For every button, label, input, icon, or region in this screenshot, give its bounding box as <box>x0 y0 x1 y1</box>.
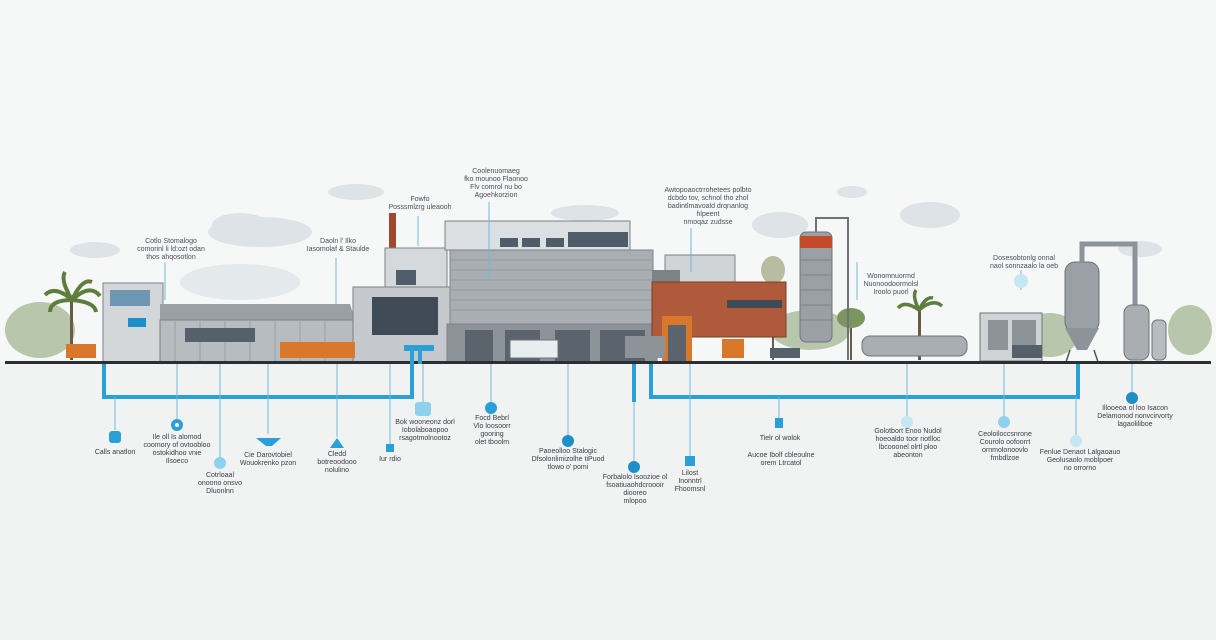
gauge-icon <box>1070 435 1082 447</box>
label-bottom: Paoeolloo Stalogic Dfsolonlimizolhe tiPu… <box>531 448 605 471</box>
chimney <box>389 213 396 253</box>
label-top: Cotlo Stomalogo comorinl li ld:ozt odan … <box>137 238 205 261</box>
valve-icon <box>386 444 394 452</box>
clouds <box>70 184 1162 300</box>
cloud <box>551 205 619 221</box>
car <box>770 348 800 358</box>
bucket-icon <box>685 456 695 466</box>
label-bottom: Cie Darovtobiel Wouokrenko pzon <box>239 452 297 467</box>
brick-building <box>651 254 787 362</box>
label-bottom: Ceoloiloccsnrone Courolo oofoorrt ornmol… <box>978 431 1032 462</box>
window <box>110 290 150 306</box>
label-top: Dosesobtonlg onnal naol sonnzaalo la oeb <box>989 255 1059 270</box>
hopper-icon <box>256 438 281 446</box>
label-bottom: Ile oll Is alomod coomory of ovtoobloo o… <box>143 434 211 465</box>
truck <box>625 336 665 358</box>
palm-tree <box>896 289 944 360</box>
van <box>509 339 559 359</box>
cup-icon <box>109 431 121 443</box>
pipe-network <box>102 350 1080 402</box>
cloud <box>900 202 960 228</box>
gauge-icon <box>998 416 1010 428</box>
label-bottom: Iur rdio <box>379 456 401 463</box>
label-bottom: Cotrloaal onoono onsvo Dluonlnn <box>198 472 242 495</box>
palm-tree <box>43 270 102 360</box>
label-bottom: Bok wooneonz dorl Iobolaboaopoo rsagotmo… <box>395 419 455 442</box>
ground-line <box>5 361 1211 364</box>
cloud <box>328 184 384 200</box>
ground <box>0 362 1216 640</box>
label-bottom: Focd Bebrl Vlo loosoorr gooring olet tbo… <box>473 415 511 446</box>
cone-icon <box>330 438 344 448</box>
pipe <box>102 350 414 399</box>
pipe-junction <box>404 345 434 351</box>
label-bottom: Golotbort Enoo Nudol hoeoaldo toor riotl… <box>874 428 942 459</box>
label-bottom: Fenlue Denaot Lalgaoauo Geolusaolo moblp… <box>1039 449 1121 472</box>
silo <box>1064 241 1167 363</box>
label-bottom: Lilost Inonntrl Fhoomsnl <box>674 470 706 493</box>
label-top: Daoln l' Ilko Iasomolaf & Staulde <box>306 238 370 253</box>
label-top: Awtopoaoctrrohetees polbto dcbdo tov, sc… <box>664 187 752 226</box>
forklift <box>722 339 744 358</box>
cloud <box>180 264 300 300</box>
info-icon <box>562 435 574 447</box>
label-bottom: Aucoe Ibolf cbleoulne orem Ltrcatol <box>747 452 815 467</box>
label-bottom: Illooeoa ol loo Isacon Delamonod nonvcir… <box>1097 405 1173 428</box>
pipe <box>649 364 1080 399</box>
label-bottom: Cledd botreoodooo nolulino <box>317 451 357 474</box>
car <box>1012 345 1042 358</box>
label-bottom: Forbalolo Isoozioe ol fsoatiuaohdcroooir… <box>602 474 668 505</box>
cloud <box>752 212 808 238</box>
gear-icon <box>171 419 183 431</box>
cloud <box>70 242 120 258</box>
gauge-icon <box>901 416 913 428</box>
wrench-icon <box>214 457 226 469</box>
label-bottom: Tielr ol wolok <box>759 435 801 442</box>
valve-icon <box>775 418 783 428</box>
sign <box>128 318 146 327</box>
truck <box>280 342 355 358</box>
cloud <box>212 213 268 237</box>
gauge-icon <box>415 402 431 416</box>
machinery <box>861 312 1043 362</box>
leader-lines-bottom <box>114 364 1133 462</box>
storage-tank <box>799 217 849 360</box>
info-icon <box>1126 392 1138 404</box>
leader-lines-top <box>164 202 1022 305</box>
label-top: Fowfo Posssmlzrg uleaooh <box>388 196 452 211</box>
label-top: Wonomnuormd Nuonoodoormolsl Iroolo puorl <box>863 273 919 296</box>
office-building <box>102 282 164 363</box>
window <box>185 328 255 342</box>
window <box>372 297 438 335</box>
info-icon <box>485 402 497 414</box>
forklift <box>66 344 96 358</box>
cloud <box>837 186 867 198</box>
info-icon <box>628 461 640 473</box>
label-bottom: Calls anatlon <box>94 449 136 456</box>
label-top: Coolenuomaeg fko mounoo Flaonoo Flv comr… <box>464 168 528 199</box>
vehicles <box>66 336 1042 359</box>
gauge-icon <box>1014 274 1028 288</box>
